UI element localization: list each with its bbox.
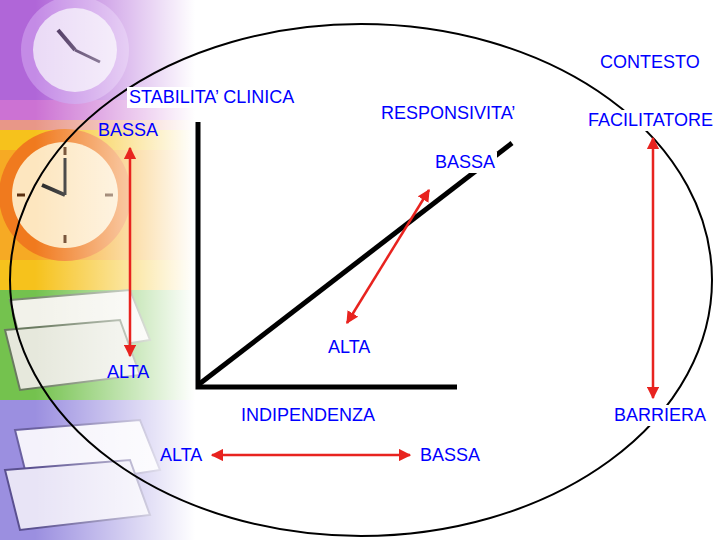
scale-end-label: BARRIERA <box>612 405 708 426</box>
axis-title: STABILITA’ CLINICA <box>127 87 296 108</box>
scale-end-label: ALTA <box>158 445 204 466</box>
scale-end-label: ALTA <box>326 337 372 358</box>
axis-title: RESPONSIVITA’ <box>379 103 517 124</box>
scale-end-label: FACILITATORE <box>586 110 715 131</box>
scale-arrows <box>130 138 653 455</box>
context-ellipse <box>10 24 712 536</box>
context-title: CONTESTO <box>598 52 702 73</box>
scale-end-label: BASSA <box>433 152 497 173</box>
scale-end-label: BASSA <box>418 445 482 466</box>
scale-end-label: ALTA <box>105 362 151 383</box>
axis-title: INDIPENDENZA <box>239 405 377 426</box>
axes <box>198 122 512 387</box>
scale-end-label: BASSA <box>96 120 160 141</box>
